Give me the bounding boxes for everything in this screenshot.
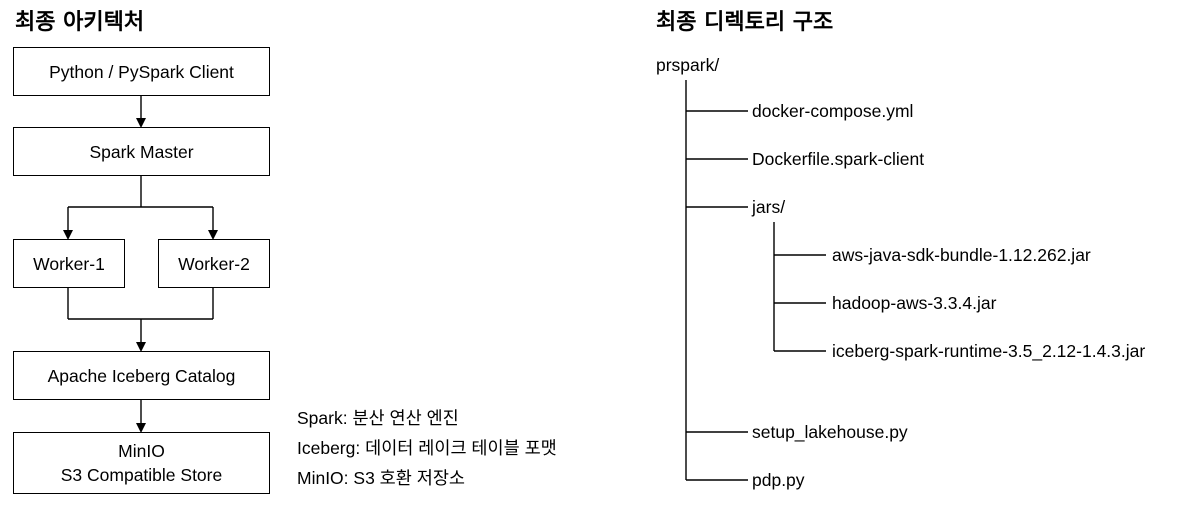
tree-entry-dockerfile: Dockerfile.spark-client (752, 149, 925, 169)
note-spark: Spark: 분산 연산 엔진 (297, 408, 459, 428)
architecture-title: 최종 아키텍처 (15, 10, 145, 35)
client-box: Python / PySpark Client (13, 47, 270, 96)
note-minio: MinIO: S3 호환 저장소 (297, 468, 466, 488)
tree-jar-iceberg-runtime: iceberg-spark-runtime-3.5_2.12-1.4.3.jar (832, 341, 1146, 361)
tree-entry-pdp: pdp.py (752, 470, 805, 490)
minio-storage-box: MinIO S3 Compatible Store (13, 432, 270, 494)
minio-label: MinIO (118, 441, 165, 461)
tree-entry-jars-folder: jars/ (752, 197, 786, 217)
tree-entry-docker-compose: docker-compose.yml (752, 101, 914, 121)
tree-entry-setup-lakehouse: setup_lakehouse.py (752, 422, 908, 442)
tree-root: prspark/ (656, 55, 720, 75)
iceberg-catalog-box: Apache Iceberg Catalog (13, 351, 270, 400)
s3-store-label: S3 Compatible Store (60, 465, 223, 485)
worker-2-box: Worker-2 (158, 239, 270, 288)
tree-jar-hadoop-aws: hadoop-aws-3.3.4.jar (832, 293, 997, 313)
note-iceberg: Iceberg: 데이터 레이크 테이블 포맷 (297, 438, 557, 458)
worker-2-label: Worker-2 (178, 253, 250, 274)
worker-1-label: Worker-1 (33, 253, 105, 274)
client-label: Python / PySpark Client (49, 61, 234, 82)
tree-jar-aws-sdk: aws-java-sdk-bundle-1.12.262.jar (832, 245, 1091, 265)
worker-1-box: Worker-1 (13, 239, 125, 288)
spark-master-box: Spark Master (13, 127, 270, 176)
iceberg-catalog-label: Apache Iceberg Catalog (47, 365, 236, 386)
directory-title: 최종 디렉토리 구조 (656, 10, 834, 35)
spark-master-label: Spark Master (89, 141, 194, 162)
